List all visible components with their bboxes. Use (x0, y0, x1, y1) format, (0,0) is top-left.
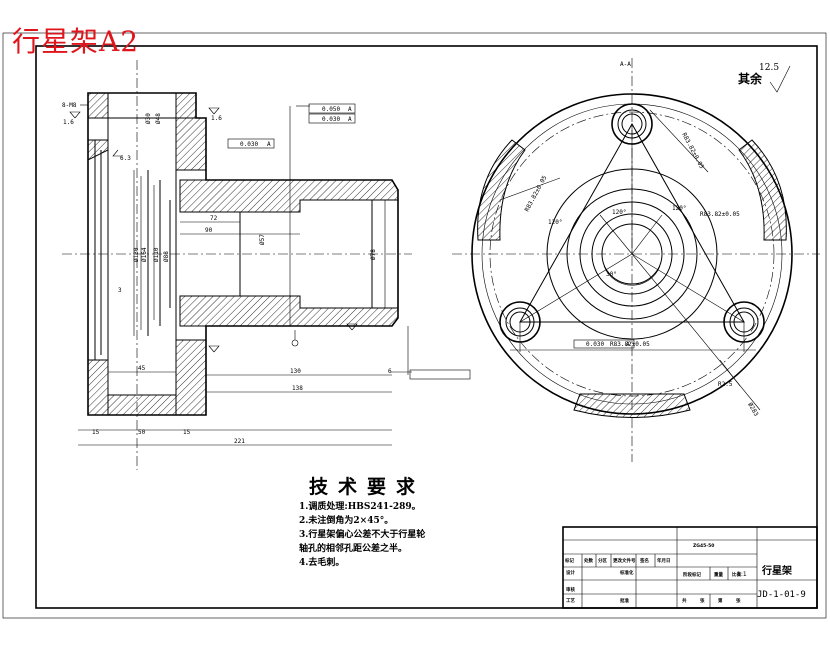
dim-50: 50 (138, 429, 146, 436)
tol-2-value: 0.050 (322, 106, 340, 113)
dim-r-1: R83.82±0.05 (524, 174, 549, 213)
dim-138: 138 (292, 385, 303, 392)
tol-4-datum: A (626, 341, 630, 348)
tol-3-datum: A (348, 116, 352, 123)
angle-2: 120° (672, 205, 686, 212)
requirements-list: 1.调质处理:HBS241-289。 2.未注倒角为2×45°。 3.行星架偏心… (299, 500, 425, 570)
scale: 1:1 (737, 571, 747, 578)
tb-footer: 张 (700, 599, 705, 604)
rough-6-3: 6.3 (120, 155, 131, 162)
inner-border (35, 45, 818, 609)
dim-15-a: 15 (92, 429, 100, 436)
requirement-item: 2.未注倒角为2×45°。 (299, 516, 394, 526)
sheet-title: 行星架A2 (12, 25, 140, 58)
angle-1: 120° (548, 219, 562, 226)
dim-130: 130 (290, 368, 301, 375)
dim-d57: Ø57 (259, 234, 266, 245)
tb-label: 年月日 (657, 559, 671, 564)
dim-d110: Ø110 (153, 247, 160, 262)
tol-3-value: 0.030 (322, 116, 340, 123)
dim-72: 72 (210, 215, 218, 222)
section-view (62, 60, 471, 470)
dim-r-3: R83.82±0.05 (610, 341, 650, 348)
tol-1-value: 0.030 (240, 141, 258, 148)
tb-label: 标记 (565, 559, 574, 564)
dim-3: 3 (118, 287, 122, 294)
tb-label: 签名 (640, 559, 649, 564)
dim-1-6: 1.6 (63, 119, 74, 126)
drawing-code: JD-1-01-9 (757, 590, 806, 600)
left-dimension-labels: 8-M8 1.6 Ø30 Ø48 0.030 A 0.050 A 0.030 A… (62, 102, 392, 445)
tb-label: 工艺 (566, 599, 575, 604)
requirement-item: 3.行星架偏心公差不大于行星轮 (299, 530, 426, 540)
rough-1-6-b: 1.6 (211, 115, 222, 122)
tb-footer: 张 (736, 599, 741, 604)
tb-footer: 第 (718, 599, 723, 604)
tb-footer: 共 (682, 599, 687, 604)
end-view (452, 58, 820, 462)
dim-221: 221 (234, 438, 245, 445)
part-name: 行星架 (762, 566, 792, 577)
dim-d48: Ø48 (155, 113, 162, 124)
tb-col-label: 重量 (714, 573, 723, 578)
title-block-grid (562, 526, 818, 609)
angle-3: 120° (612, 209, 626, 216)
dim-d78: Ø78 (370, 249, 377, 260)
tol-2-datum: A (348, 106, 352, 113)
tb-label: 审核 (566, 588, 575, 593)
tb-label: 分区 (598, 559, 607, 564)
tol-4-value: 0.030 (586, 341, 604, 348)
dim-8-m8: 8-M8 (62, 102, 77, 109)
tb-label: 设计 (566, 571, 575, 576)
angle-30: 30° (606, 271, 617, 278)
dim-r-4: R83.82±0.05 (700, 211, 740, 218)
dim-15-b: 15 (183, 429, 191, 436)
tb-col-label: 阶段标记 (683, 573, 701, 578)
roughness-value: 12.5 (759, 63, 780, 73)
requirements-title: 技术要求 (309, 476, 426, 498)
material: ZG45-50 (693, 544, 715, 549)
tb-label: 更改文件号 (613, 559, 636, 564)
dim-d283: Ø283 (746, 402, 759, 418)
requirement-item: 轴孔的相邻孔距公差之半。 (299, 544, 408, 554)
tb-label: 批准 (620, 599, 629, 604)
roughness-label: 其余 (738, 72, 763, 86)
dim-6: 6 (388, 368, 392, 375)
requirement-item: 4.去毛刺。 (299, 558, 345, 568)
outer-border (2, 32, 827, 619)
view-label: A-A (620, 61, 631, 68)
tb-label: 处数 (584, 559, 593, 564)
dim-d130: Ø130 (133, 247, 140, 262)
tol-1-datum: A (267, 141, 271, 148)
dim-90: 90 (205, 227, 213, 234)
tb-label: 标准化 (620, 571, 634, 576)
dim-45: 45 (138, 365, 146, 372)
requirement-item: 1.调质处理:HBS241-289。 (299, 502, 421, 512)
dim-d88: Ø88 (163, 251, 170, 262)
dim-r-2: R83.82±0.05 (680, 132, 705, 171)
tb-col-label: 比例 (732, 573, 741, 578)
dim-d164: Ø164 (141, 247, 148, 262)
dim-d30: Ø30 (145, 113, 152, 124)
dim-r2-5: R2.5 (718, 381, 733, 388)
